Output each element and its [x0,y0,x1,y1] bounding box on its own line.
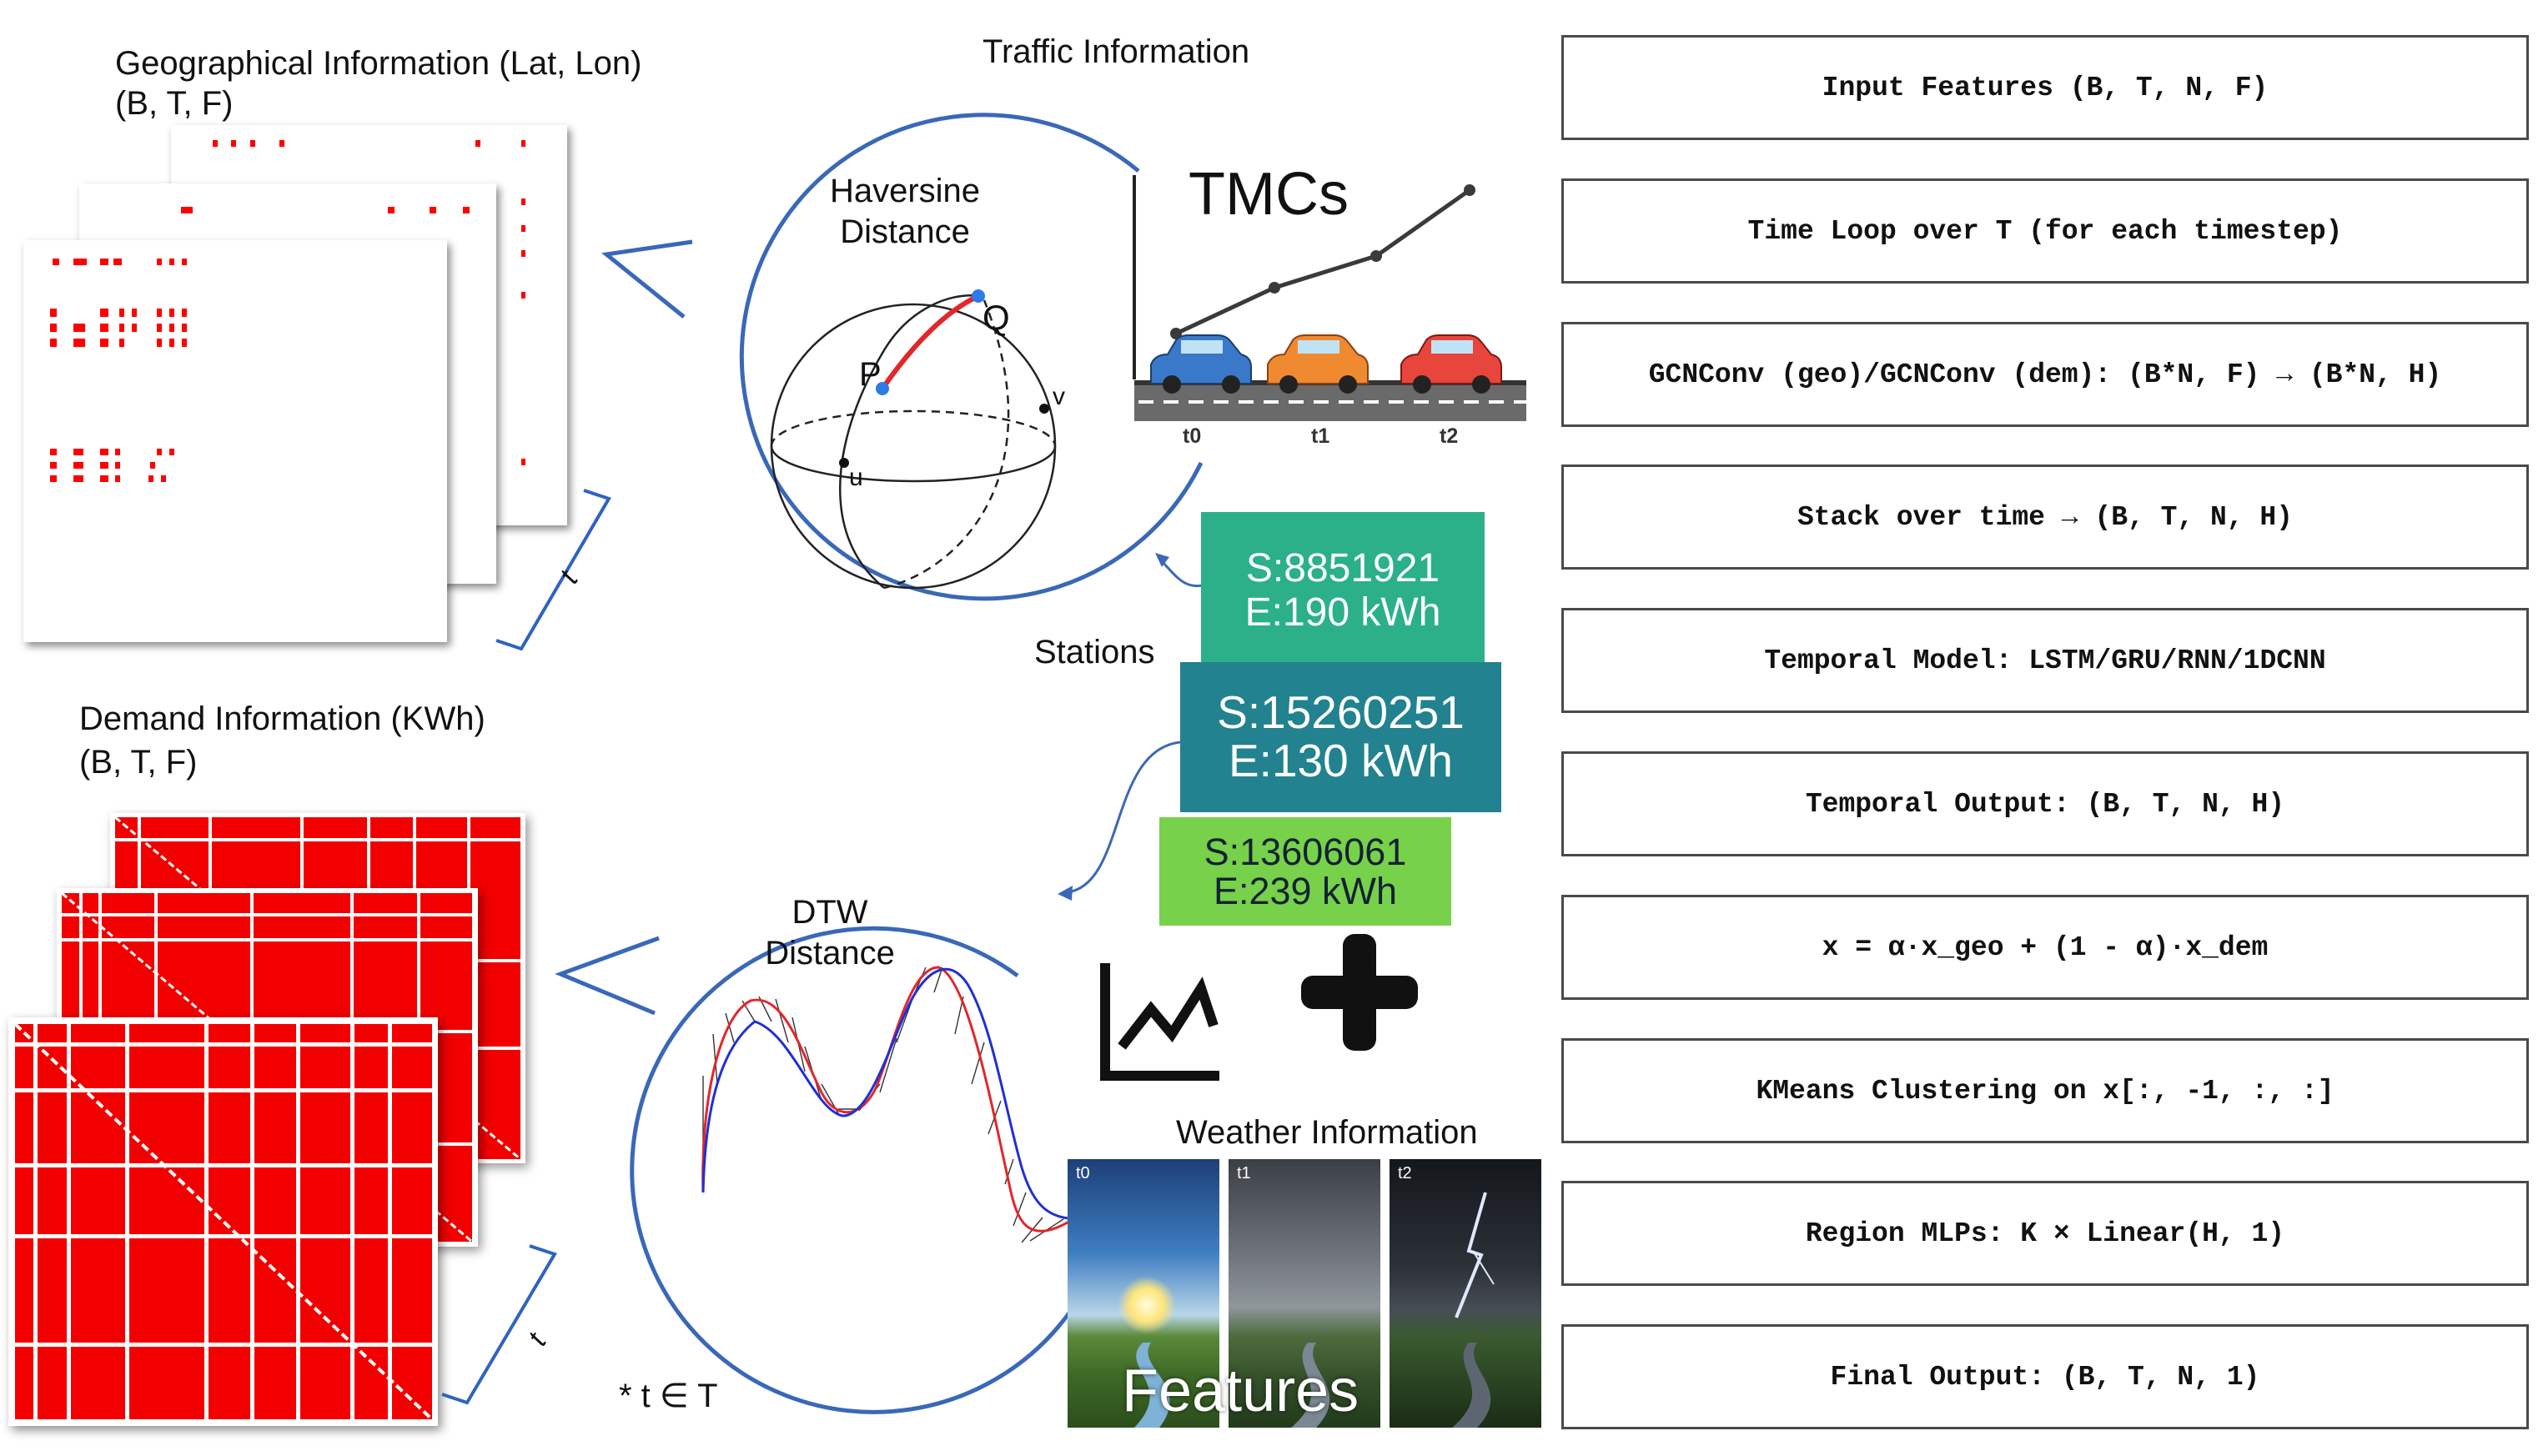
step-region-mlps: Region MLPs: K × Linear(H, 1) [1561,1181,2529,1286]
dtw-label: DTW Distance [765,894,895,972]
geo-time-bracket [495,489,611,651]
step-time-loop: Time Loop over T (for each timestep) [1561,178,2529,284]
haversine-sphere [770,294,1057,590]
speech-bubbles [555,113,1526,1414]
weather-t0-label: t0 [1076,1164,1090,1182]
weather-frame-t0: t0 [1068,1159,1219,1428]
geo-title: Geographical Information (Lat, Lon) [115,45,642,82]
point-q-label: Q [983,298,1010,337]
step-temporal-model: Temporal Model: LSTM/GRU/RNN/1DCNN [1561,608,2529,713]
demand-shape: (B, T, F) [79,744,198,781]
traffic-title: Traffic Information [983,33,1250,70]
trend-chart-icon [1100,963,1219,1081]
footnote: * t ∈ T [619,1378,718,1414]
step-stack-over-time: Stack over time → (B, T, N, H) [1561,464,2529,570]
dtw-series-blue [701,967,1077,1221]
plus-icon [1301,934,1418,1051]
step-fusion: x = α·x_geo + (1 - α)·x_dem [1561,895,2529,1000]
car-t1 [1267,334,1369,394]
point-q [972,289,985,303]
car-t0 [1150,334,1252,394]
traffic-time-t2: t2 [1440,424,1459,448]
features-caption: Features [1122,1358,1359,1424]
station-3-id: S:13606061 [1204,830,1407,873]
station-2-energy: E:130 kWh [1228,735,1453,786]
haversine-label: Haversine Distance [829,173,981,250]
station-card-2: S:15260251 E:130 kWh [1180,662,1501,812]
dtw-bubble-tail [555,936,660,1016]
dtw-bubble [630,926,1112,1414]
point-v-label: v [1053,383,1065,410]
station-2-id: S:15260251 [1217,686,1465,739]
point-p-label: P [859,356,882,393]
point-u [839,458,849,468]
station-card-1: S:8851921 E:190 kWh [1201,512,1485,670]
station-1-id: S:8851921 [1245,546,1440,591]
station-1-energy: E:190 kWh [1244,590,1441,635]
haversine-bubble-tail [601,239,693,319]
demand-matrix-stack [8,813,525,1426]
point-u-label: u [849,464,863,491]
traffic-time-t1: t1 [1311,424,1330,448]
haversine-arc [880,294,980,390]
car-t2 [1400,334,1502,394]
tmcs-label: TMCs [1189,161,1349,228]
geo-shape: (B, T, F) [115,85,234,122]
dtw-series-red [701,966,1077,1233]
demand-title: Demand Information (KWh) [79,700,485,737]
weather-t1-label: t1 [1237,1164,1251,1182]
step-input-features: Input Features (B, T, N, F) [1561,35,2529,140]
weather-frame-t1: t1 [1229,1159,1380,1428]
traffic-chart [1133,175,1526,421]
geo-sheet-front [23,240,447,642]
weather-title: Weather Information [1176,1114,1478,1151]
station-3-energy: E:239 kWh [1213,870,1398,912]
point-p [876,382,889,395]
station-card-3: S:13606061 E:239 kWh [1159,817,1451,926]
demand-time-bracket [441,1244,557,1405]
step-kmeans: KMeans Clustering on x[:, -1, :, :] [1561,1038,2529,1143]
point-v [1039,404,1049,414]
station-arrow-bottom [1067,741,1181,894]
step-gcnconv: GCNConv (geo)/GCNConv (dem): (B*N, F) → … [1561,322,2529,427]
step-final-output: Final Output: (B, T, N, 1) [1561,1324,2529,1429]
time-brackets [441,489,611,1405]
traffic-time-t0: t0 [1183,424,1202,448]
stations-title: Stations [1034,634,1155,670]
step-temporal-output: Temporal Output: (B, T, N, H) [1561,751,2529,856]
weather-t2-label: t2 [1398,1164,1412,1182]
weather-frame-t2: t2 [1390,1159,1541,1428]
